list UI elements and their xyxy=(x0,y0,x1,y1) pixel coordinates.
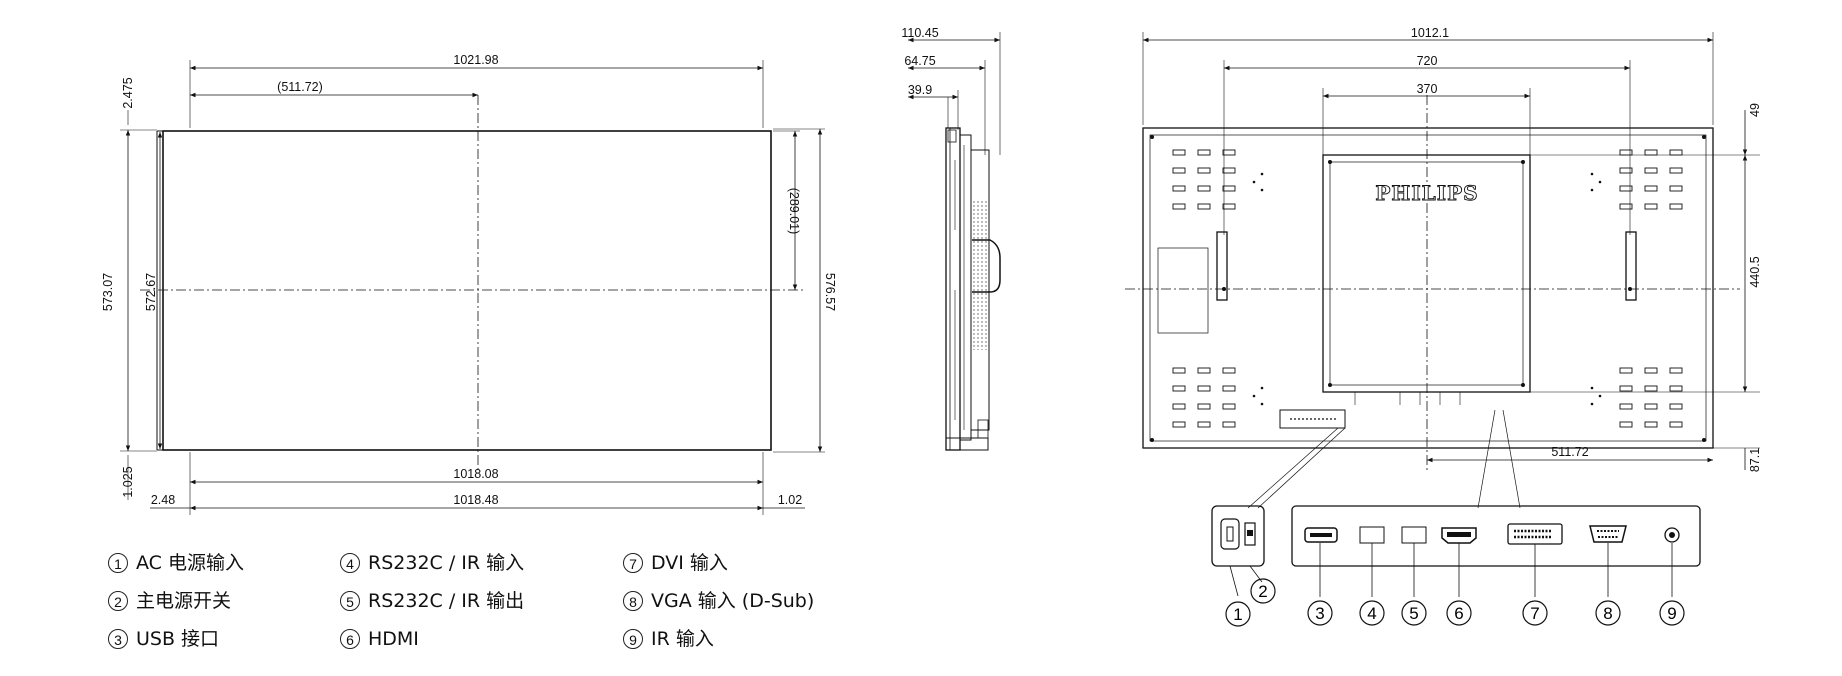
callout-2: 2 xyxy=(1258,582,1267,601)
legend-number: 4 xyxy=(340,553,360,573)
legend-number: 8 xyxy=(623,591,643,611)
front-bottom-offset: 1.025 xyxy=(121,466,135,497)
usb-port-icon xyxy=(1304,527,1338,543)
front-height-inner: 572.67 xyxy=(144,273,158,311)
rear-vent-slots xyxy=(1172,149,1683,428)
rear-view xyxy=(1125,32,1760,509)
rear-top-offset: 49 xyxy=(1748,103,1762,117)
front-height-outer: 573.07 xyxy=(101,273,115,311)
side-view xyxy=(908,32,1001,451)
legend-number: 1 xyxy=(108,553,128,573)
front-height-right: 576.57 xyxy=(823,273,837,311)
rs232c-out-port-icon xyxy=(1401,526,1427,544)
vga-port-icon xyxy=(1589,525,1627,543)
legend-number: 6 xyxy=(340,629,360,649)
legend-label: RS232C / IR 输出 xyxy=(368,590,525,612)
rear-screw-holes xyxy=(1150,135,1706,442)
callout-3: 3 xyxy=(1315,604,1324,623)
front-height-half: (289.01) xyxy=(787,188,801,235)
front-dimension-labels: 1021.98 (511.72) 2.475 573.07 572.67 (28… xyxy=(101,53,837,507)
legend-number: 2 xyxy=(108,591,128,611)
legend-number: 3 xyxy=(108,629,128,649)
callout-5: 5 xyxy=(1409,604,1418,623)
legend-number: 7 xyxy=(623,553,643,573)
rear-right-offset: 511.72 xyxy=(1551,445,1588,459)
legend-number: 9 xyxy=(623,629,643,649)
callout-7: 7 xyxy=(1530,604,1539,623)
rear-outline xyxy=(1142,127,1714,449)
side-depth-total: 110.45 xyxy=(901,26,938,40)
rs232c-in-port-icon xyxy=(1359,526,1385,544)
dvi-port-icon xyxy=(1507,523,1563,545)
legend-item-6: 6 HDMI xyxy=(340,628,419,650)
legend-label: VGA 输入 (D-Sub) xyxy=(651,590,815,612)
legend-label: USB 接口 xyxy=(136,628,220,650)
side-dimension-labels: 110.45 64.75 39.9 xyxy=(901,26,938,97)
ac-inlet-icon xyxy=(1220,518,1240,550)
power-inset xyxy=(1211,505,1265,597)
legend-item-4: 4 RS232C / IR 输入 xyxy=(340,552,524,574)
front-panel-outline xyxy=(162,130,772,451)
legend-label: AC 电源输入 xyxy=(136,552,244,574)
legend-label: RS232C / IR 输入 xyxy=(368,552,525,574)
ir-input-port-icon xyxy=(1664,527,1680,543)
callout-9: 9 xyxy=(1667,604,1676,623)
legend-label: IR 输入 xyxy=(651,628,714,650)
callout-8: 8 xyxy=(1603,604,1612,623)
legend-item-9: 9 IR 输入 xyxy=(623,628,714,650)
rear-bottom-offset: 87.1 xyxy=(1748,448,1762,472)
side-depth-mid: 64.75 xyxy=(904,54,935,68)
rear-height-vesa: 440.5 xyxy=(1748,256,1762,287)
legend-item-7: 7 DVI 输入 xyxy=(623,552,728,574)
front-width-total: 1021.98 xyxy=(453,53,498,67)
front-width-half: (511.72) xyxy=(277,80,323,94)
legend-number: 5 xyxy=(340,591,360,611)
legend-item-3: 3 USB 接口 xyxy=(108,628,219,650)
front-left-offset: 2.48 xyxy=(151,493,175,507)
philips-logo: PHILIPS xyxy=(1375,181,1478,205)
legend-item-5: 5 RS232C / IR 输出 xyxy=(340,590,524,612)
front-top-offset: 2.475 xyxy=(121,77,135,108)
connector-legend: 1 AC 电源输入 2 主电源开关 3 USB 接口 4 RS232C / IR… xyxy=(108,552,928,662)
callout-1: 1 xyxy=(1233,605,1242,624)
legend-item-1: 1 AC 电源输入 xyxy=(108,552,244,574)
front-bottom-width-total: 1018.48 xyxy=(453,493,498,507)
rear-width-total: 1012.1 xyxy=(1411,26,1449,40)
legend-item-2: 2 主电源开关 xyxy=(108,590,231,612)
connector-callouts: 1 2 3 4 5 6 7 8 9 xyxy=(1225,578,1685,627)
io-inset xyxy=(1291,505,1701,597)
rear-vesa-wide: 720 xyxy=(1417,54,1438,68)
legend-label: DVI 输入 xyxy=(651,552,728,574)
rear-dimension-labels: 1012.1 720 370 49 440.5 87.1 511.72 xyxy=(1411,26,1762,472)
side-depth-thin: 39.9 xyxy=(908,83,932,97)
front-bottom-width: 1018.08 xyxy=(453,467,498,481)
legend-label: 主电源开关 xyxy=(136,590,232,612)
front-view xyxy=(120,60,825,515)
legend-item-8: 8 VGA 输入 (D-Sub) xyxy=(623,590,814,612)
power-switch-icon xyxy=(1244,522,1256,546)
front-right-offset: 1.02 xyxy=(778,493,802,507)
legend-label: HDMI xyxy=(368,628,419,650)
rear-vesa-narrow: 370 xyxy=(1417,82,1438,96)
hdmi-port-icon xyxy=(1441,527,1477,544)
callout-4: 4 xyxy=(1367,604,1376,623)
callout-6: 6 xyxy=(1454,604,1463,623)
